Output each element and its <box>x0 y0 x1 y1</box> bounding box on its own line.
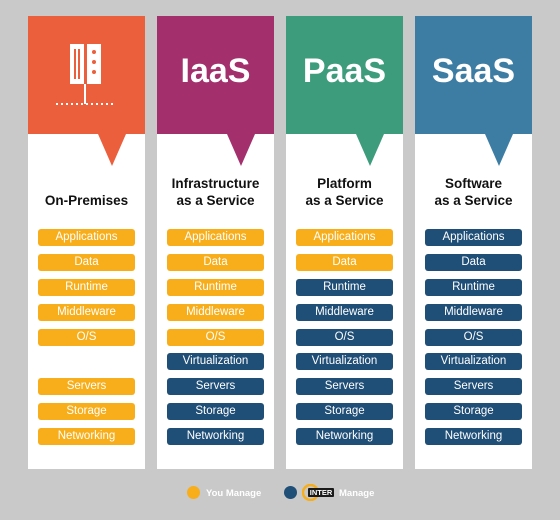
column-header: IaaS <box>157 16 274 134</box>
layer-middleware: Middleware <box>167 304 264 321</box>
layer-applications: Applications <box>167 229 264 246</box>
column-code: SaaS <box>431 51 516 90</box>
column-iaas: IaaS Infrastructure as a Service Applica… <box>157 16 274 469</box>
server-icon <box>56 44 116 105</box>
column-title-line1: Infrastructure <box>171 176 260 191</box>
layer-os: O/S <box>296 329 393 346</box>
layer-runtime: Runtime <box>38 279 135 296</box>
header-pointer <box>227 134 255 166</box>
column-header <box>28 16 145 134</box>
column-paas: PaaS Platform as a Service Applications … <box>286 16 403 469</box>
layer-virtualization: Virtualization <box>167 353 264 370</box>
column-title: On-Premises <box>28 190 145 210</box>
column-title: Infrastructure as a Service <box>157 172 274 212</box>
layer-applications: Applications <box>38 229 135 246</box>
legend-inter-dot <box>284 486 297 499</box>
inter-logo-icon: INTER <box>302 484 334 501</box>
legend-you-label: You Manage <box>206 488 262 499</box>
header-pointer <box>98 134 126 166</box>
inter-logo-text: INTER <box>310 488 333 497</box>
layer-data: Data <box>167 254 264 271</box>
layer-middleware: Middleware <box>425 304 522 321</box>
layer-data: Data <box>38 254 135 271</box>
layer-runtime: Runtime <box>425 279 522 296</box>
column-title-line2: as a Service <box>176 193 255 208</box>
layer-os: O/S <box>38 329 135 346</box>
layer-runtime: Runtime <box>167 279 264 296</box>
layer-os: O/S <box>425 329 522 346</box>
layer-middleware: Middleware <box>296 304 393 321</box>
layer-runtime: Runtime <box>296 279 393 296</box>
column-title: Platform as a Service <box>286 172 403 212</box>
column-on-premises: On-Premises Applications Data Runtime Mi… <box>28 16 145 469</box>
column-header: PaaS <box>286 16 403 134</box>
layer-networking: Networking <box>167 428 264 445</box>
layer-servers: Servers <box>38 378 135 395</box>
layer-storage: Storage <box>167 403 264 420</box>
column-title-line1: Software <box>444 176 502 191</box>
layer-data: Data <box>296 254 393 271</box>
layer-data: Data <box>425 254 522 271</box>
header-pointer <box>485 134 513 166</box>
column-code: PaaS <box>302 51 387 90</box>
layer-servers: Servers <box>425 378 522 395</box>
column-code: IaaS <box>180 51 251 90</box>
layer-os: O/S <box>167 329 264 346</box>
layer-middleware: Middleware <box>38 304 135 321</box>
layer-networking: Networking <box>296 428 393 445</box>
column-title-line2: as a Service <box>434 193 513 208</box>
column-title-line2: as a Service <box>305 193 384 208</box>
header-pointer <box>356 134 384 166</box>
layer-storage: Storage <box>296 403 393 420</box>
column-title: Software as a Service <box>415 172 532 212</box>
layer-networking: Networking <box>38 428 135 445</box>
layer-applications: Applications <box>296 229 393 246</box>
column-title-line1: On-Premises <box>44 192 129 208</box>
layer-servers: Servers <box>296 378 393 395</box>
layer-applications: Applications <box>425 229 522 246</box>
layer-servers: Servers <box>167 378 264 395</box>
legend-inter-label: Manage <box>339 488 375 499</box>
column-saas: SaaS Software as a Service Applications … <box>415 16 532 469</box>
layer-storage: Storage <box>38 403 135 420</box>
column-header: SaaS <box>415 16 532 134</box>
layer-storage: Storage <box>425 403 522 420</box>
legend: You Manage INTER Manage <box>0 484 560 504</box>
layer-virtualization: Virtualization <box>425 353 522 370</box>
legend-you-dot <box>187 486 200 499</box>
column-title-line1: Platform <box>317 176 372 191</box>
layer-networking: Networking <box>425 428 522 445</box>
layer-virtualization: Virtualization <box>296 353 393 370</box>
